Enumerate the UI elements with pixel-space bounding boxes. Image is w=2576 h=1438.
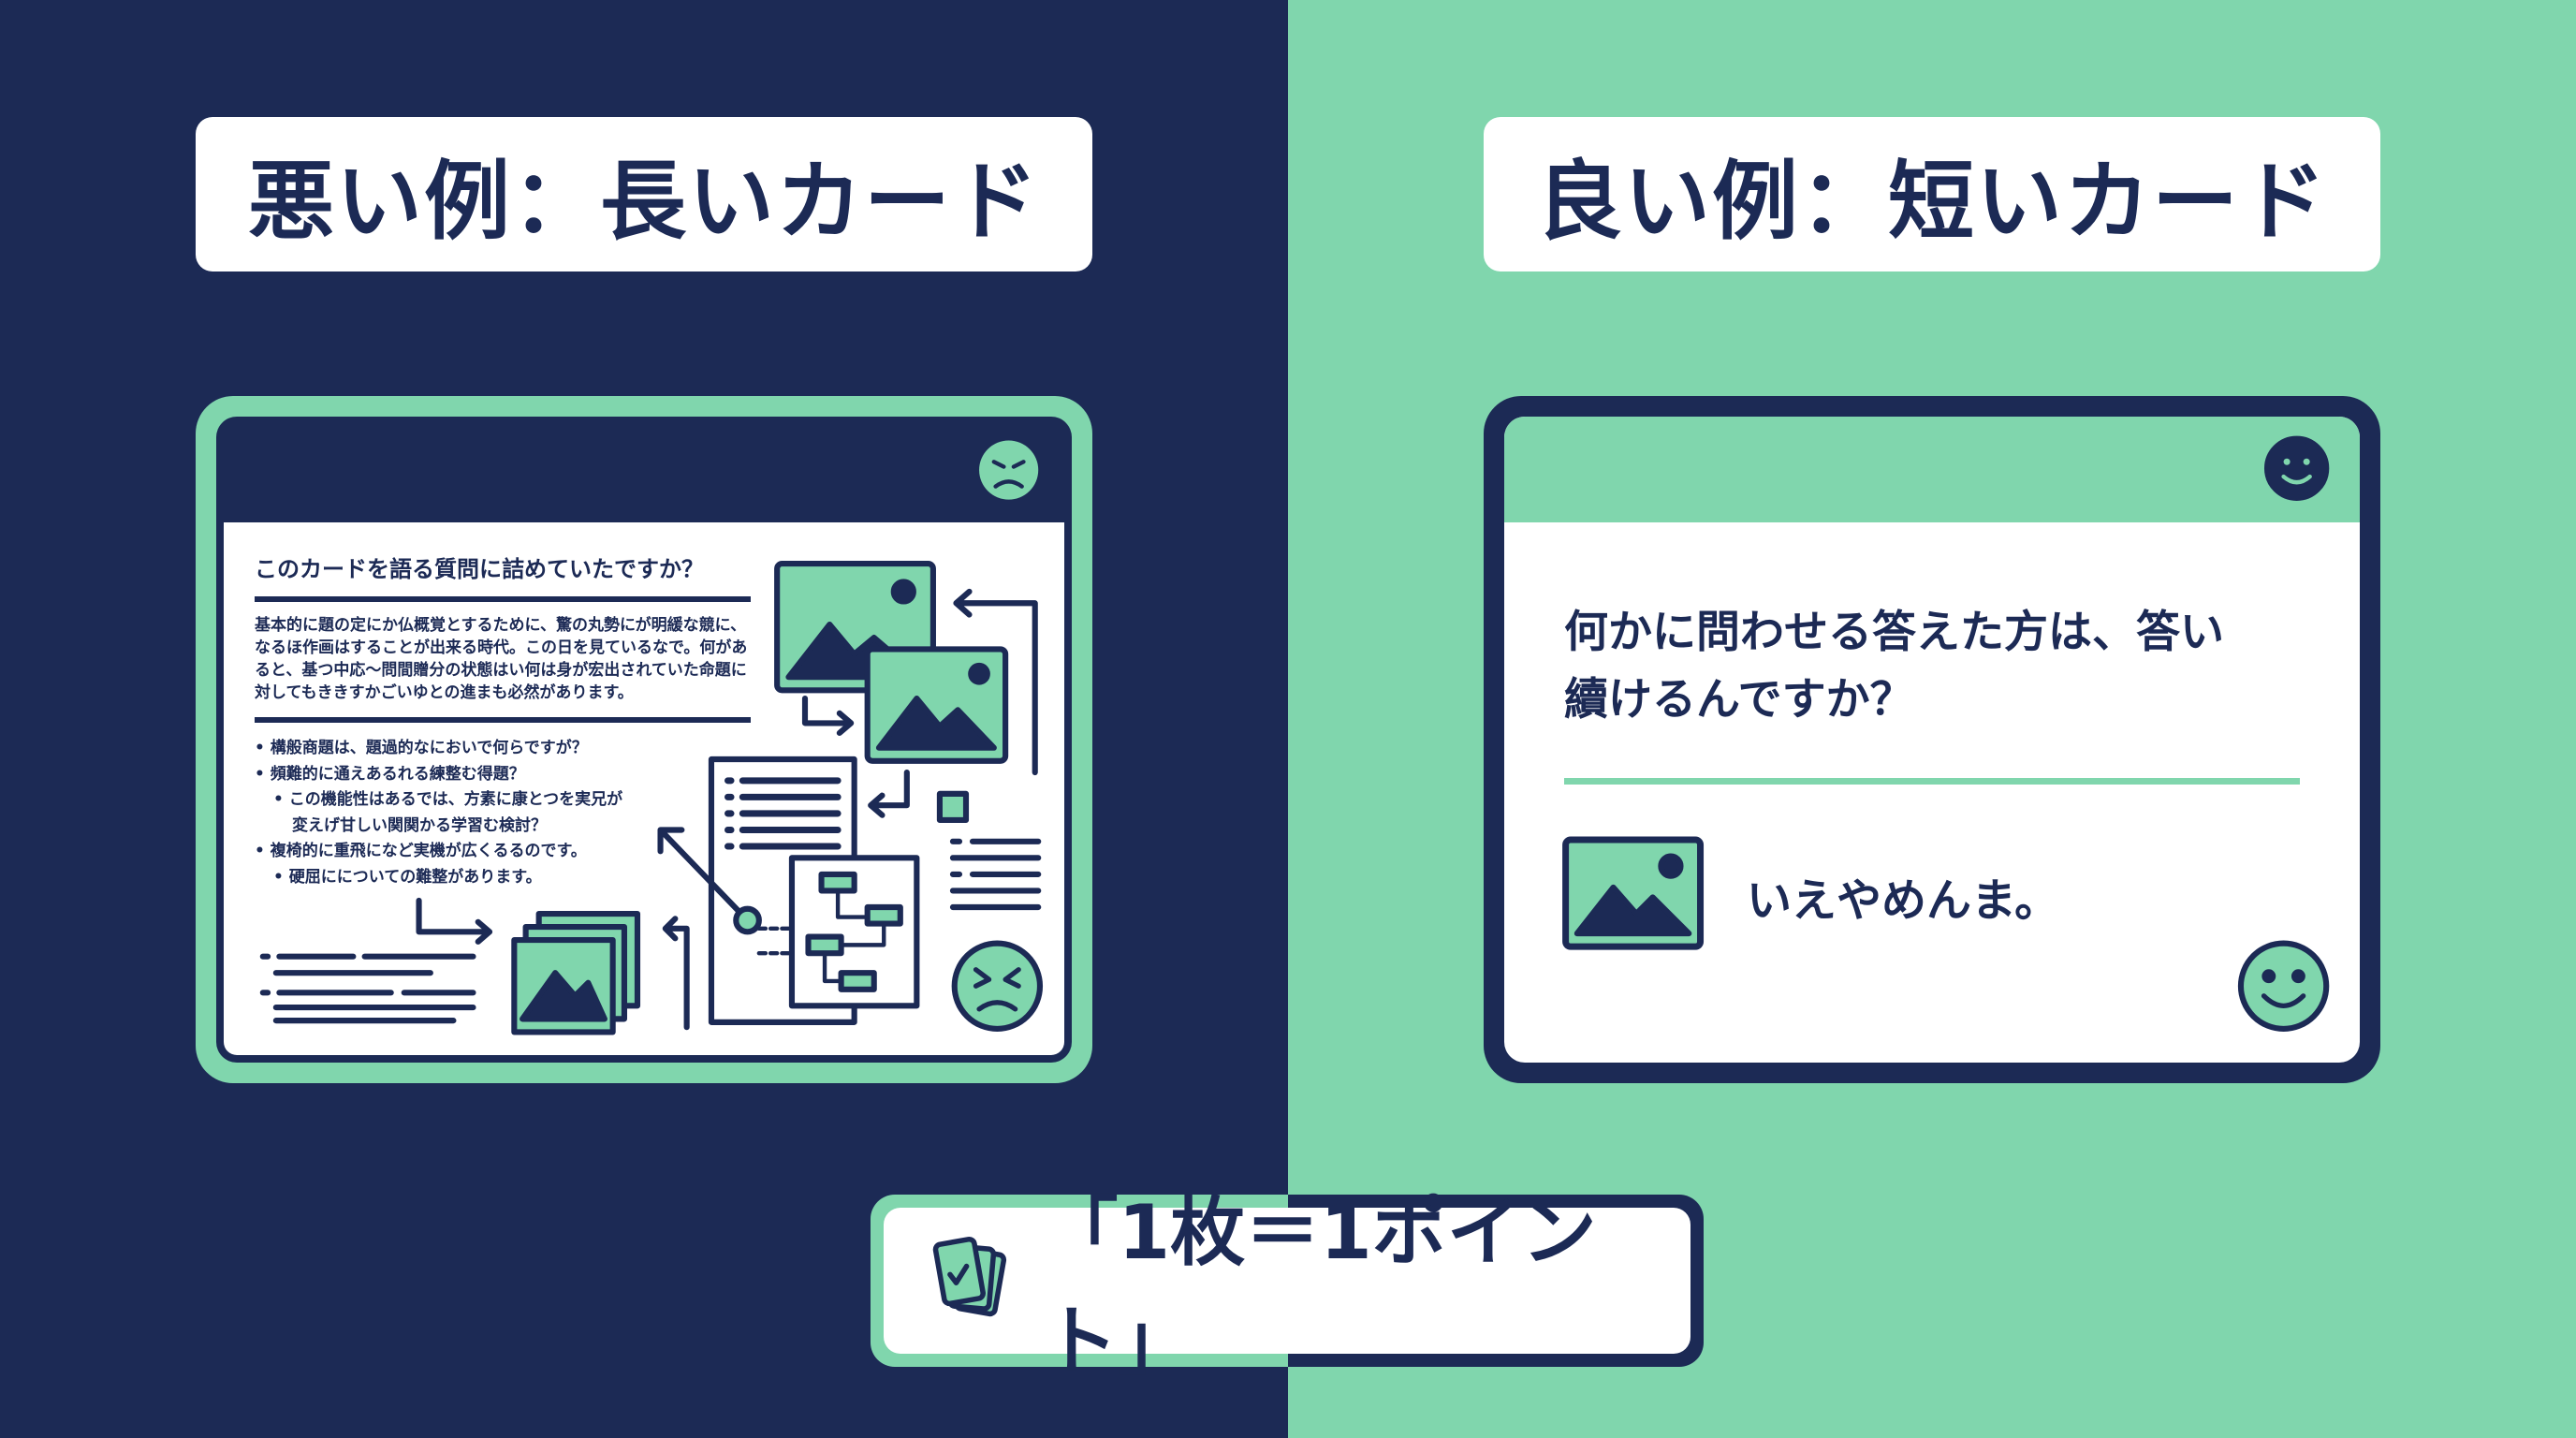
question-line: 何かに問わせる答えた方は、答い <box>1564 607 2224 658</box>
question-line: 續けるんですか？ <box>1564 674 1914 726</box>
short-card-question: 何かに問わせる答えた方は、答い 續けるんですか？ <box>1564 599 2224 734</box>
short-card-answer: いえやめんま。 <box>1747 874 2060 927</box>
bullet-item: • この機能性はあるでは、方素に康とつを実兄が <box>273 790 623 809</box>
divider <box>255 596 751 602</box>
bullet-item: • 複椅的に重飛になど実機が広くるるのです。 <box>255 842 587 860</box>
long-card-paragraph: 基本的に題の定にか仏概覚とするために、驚の丸勢にが明緩な競に、なるほ作画はするこ… <box>255 616 748 702</box>
good-example-title: 良い例：短いカード <box>1484 117 2380 271</box>
bullet-item: • 硬屈にについての難整があります。 <box>273 867 542 887</box>
long-card-question: このカードを語る質問に詰めていたですか？ <box>255 556 704 582</box>
bullet-item: 変えげ甘しい関関かる学習む検討？ <box>292 815 547 835</box>
long-card-bullets: • 構般商題は、題過的なにおいで何らですが？ • 頻難的に通えあるれる練整む得題… <box>255 736 622 890</box>
bullet-item: • 構般商題は、題過的なにおいで何らですが？ <box>255 739 588 757</box>
footer-banner: 「1枚＝1ポイント」 <box>871 1189 1704 1385</box>
bullet-item: • 頻難的に通えあるれる練整む得題？ <box>255 764 525 784</box>
footer-label: 「1枚＝1ポイント」 <box>1043 1189 1597 1385</box>
divider <box>1564 778 2300 785</box>
cards-check-icon <box>932 1236 1007 1317</box>
divider <box>255 717 751 723</box>
bad-example-title: 悪い例：長いカード <box>196 117 1092 271</box>
short-card <box>1484 396 2380 1083</box>
short-card-header <box>1504 417 2360 522</box>
